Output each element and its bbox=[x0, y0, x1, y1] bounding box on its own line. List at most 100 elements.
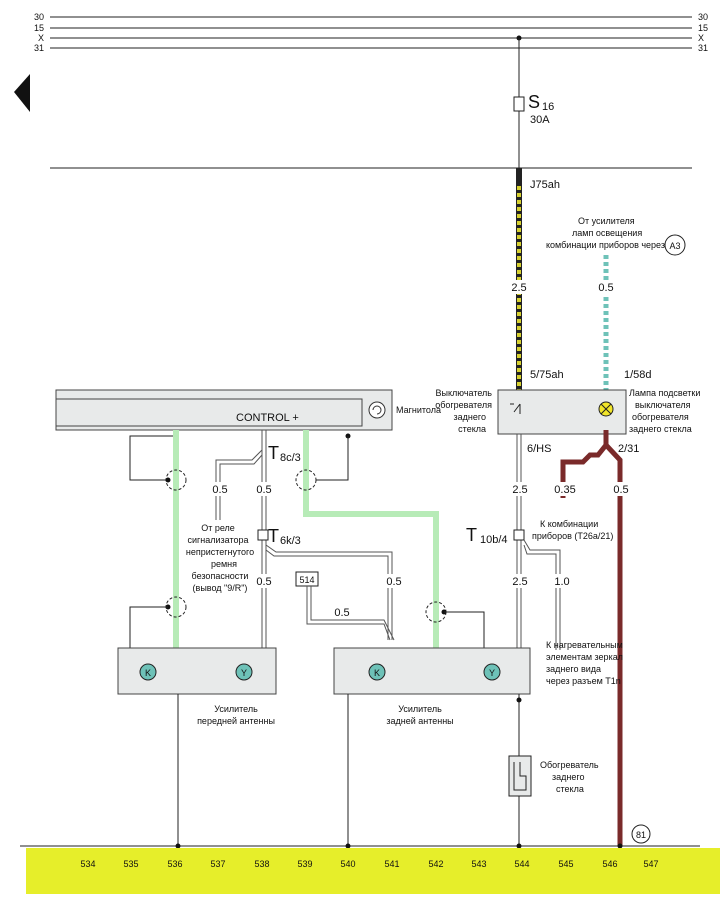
from-amp-line1: От усилителя bbox=[578, 216, 635, 226]
switch-label-2: обогревателя bbox=[435, 400, 492, 410]
column-number: 537 bbox=[210, 859, 225, 869]
column-number: 540 bbox=[340, 859, 355, 869]
back-arrow-icon[interactable] bbox=[14, 74, 30, 112]
connector-5-75ah: 5/75ah bbox=[530, 369, 564, 381]
column-number: 544 bbox=[514, 859, 529, 869]
lamp-label-2: выключателя bbox=[635, 400, 691, 410]
heater-label-2: заднего bbox=[552, 772, 584, 782]
bus-x-right: X bbox=[698, 33, 704, 43]
radio-icon bbox=[368, 401, 386, 419]
relay-line3: непристегнутого bbox=[186, 547, 254, 557]
connector-t10b-letter: T bbox=[466, 525, 477, 545]
connector-514: 514 bbox=[299, 575, 314, 585]
wire-size-0-5-g: 0.5 bbox=[334, 607, 349, 619]
radio-control-label: CONTROL + bbox=[236, 412, 299, 424]
brown-wire-ground bbox=[604, 443, 623, 846]
wire-size-0-5-f: 0.5 bbox=[386, 576, 401, 588]
to-mirror-line4: через разъем T1n bbox=[546, 676, 621, 686]
ground-ref-81-label: 81 bbox=[636, 830, 646, 840]
bus-x-left: X bbox=[38, 33, 44, 43]
green-wire-rear bbox=[303, 430, 439, 648]
fuse-rating: 30A bbox=[530, 114, 550, 126]
to-cluster-line2: приборов (T26a/21) bbox=[532, 531, 613, 541]
connector-t10b-sub: 10b/4 bbox=[480, 534, 508, 546]
front-amp-label-2: передней антенны bbox=[197, 716, 275, 726]
column-number: 542 bbox=[428, 859, 443, 869]
column-number: 543 bbox=[471, 859, 486, 869]
bus-30-right: 30 bbox=[698, 12, 708, 22]
column-number: 536 bbox=[167, 859, 182, 869]
connector-t6k-sub: 6k/3 bbox=[280, 535, 301, 547]
switch-label-1: Выключатель bbox=[436, 388, 493, 398]
connector-t8c-letter: T bbox=[268, 443, 279, 463]
bus-15-left: 15 bbox=[34, 23, 44, 33]
connector-6-hs: 6/HS bbox=[527, 443, 551, 455]
wire-size-1-0: 1.0 bbox=[554, 576, 569, 588]
relay-line6: (вывод "9/R") bbox=[193, 583, 248, 593]
rear-amp-antenna-icon: Y bbox=[489, 668, 495, 678]
bus-30-left: 30 bbox=[34, 12, 44, 22]
bottom-bar bbox=[26, 848, 720, 894]
bus-31-left: 31 bbox=[34, 43, 44, 53]
wire-size-0-5-a: 0.5 bbox=[598, 282, 613, 294]
ref-a3-label: A3 bbox=[669, 241, 680, 251]
wire-size-0-5-c: 0.5 bbox=[256, 484, 271, 496]
column-number: 539 bbox=[297, 859, 312, 869]
relay-line4: ремня bbox=[211, 559, 237, 569]
rear-amp-k-icon: K bbox=[374, 668, 380, 678]
connector-1-58d: 1/58d bbox=[624, 369, 652, 381]
wire-size-0-5-b: 0.5 bbox=[212, 484, 227, 496]
wire-size-0-35: 0.35 bbox=[554, 484, 575, 496]
wire-size-2-5-b: 2.5 bbox=[512, 484, 527, 496]
radio-label: Магнитола bbox=[396, 405, 441, 415]
rear-amplifier bbox=[333, 647, 531, 695]
wire-size-0-5-d: 0.5 bbox=[613, 484, 628, 496]
bus-31-right: 31 bbox=[698, 43, 708, 53]
fuse-s16 bbox=[513, 96, 525, 112]
connector-t8c-sub: 8c/3 bbox=[280, 452, 301, 464]
from-amp-line2: ламп освещения bbox=[572, 228, 642, 238]
connector-2-31: 2/31 bbox=[618, 443, 639, 455]
column-number: 545 bbox=[558, 859, 573, 869]
from-amp-line3: комбинации приборов через bbox=[546, 240, 665, 250]
front-amp-k-icon: K bbox=[145, 668, 151, 678]
column-number: 538 bbox=[254, 859, 269, 869]
rear-amp-label-1: Усилитель bbox=[398, 704, 442, 714]
wire-size-0-5-e: 0.5 bbox=[256, 576, 271, 588]
lamp-label-4: заднего стекла bbox=[629, 424, 692, 434]
relay-line1: От реле bbox=[201, 523, 235, 533]
column-number: 534 bbox=[80, 859, 95, 869]
lamp-label-3: обогревателя bbox=[632, 412, 689, 422]
ground-ref-81 bbox=[631, 824, 651, 844]
to-cluster-line1: К комбинации bbox=[540, 519, 598, 529]
front-amp-antenna-icon: Y bbox=[241, 668, 247, 678]
heater-label-1: Обогреватель bbox=[540, 760, 599, 770]
wire-size-2-5-c: 2.5 bbox=[512, 576, 527, 588]
to-mirror-line3: заднего вида bbox=[546, 664, 601, 674]
column-number: 547 bbox=[643, 859, 658, 869]
rear-amp-label-2: задней антенны bbox=[386, 716, 453, 726]
switch-label-3: заднего bbox=[454, 412, 486, 422]
relay-line5: безопасности bbox=[192, 571, 249, 581]
ref-a3-circle bbox=[664, 234, 686, 256]
to-mirror-line2: элементам зеркал bbox=[546, 652, 623, 662]
switch-lamp-box: Выключатель обогревателя заднего стекла … bbox=[435, 388, 700, 435]
connector-t6k-letter: T bbox=[268, 526, 279, 546]
fuse-number: 16 bbox=[542, 101, 554, 113]
column-number: 541 bbox=[384, 859, 399, 869]
to-mirror-line1: К нагревательным bbox=[546, 640, 623, 650]
bus-lines: 30 15 X 31 30 15 X 31 bbox=[34, 12, 708, 53]
heater-label-3: стекла bbox=[556, 784, 584, 794]
front-amp-label-1: Усилитель bbox=[214, 704, 258, 714]
column-number: 546 bbox=[602, 859, 617, 869]
switch-icon bbox=[510, 403, 521, 414]
switch-label-4: стекла bbox=[458, 424, 486, 434]
fuse-letter: S bbox=[528, 92, 540, 112]
lamp-label-1: Лампа подсветки bbox=[629, 388, 700, 398]
bus-15-right: 15 bbox=[698, 23, 708, 33]
radio-body bbox=[55, 389, 393, 431]
radio-unit: CONTROL + Магнитола bbox=[55, 389, 441, 431]
connector-j75ah: J75ah bbox=[530, 179, 560, 191]
